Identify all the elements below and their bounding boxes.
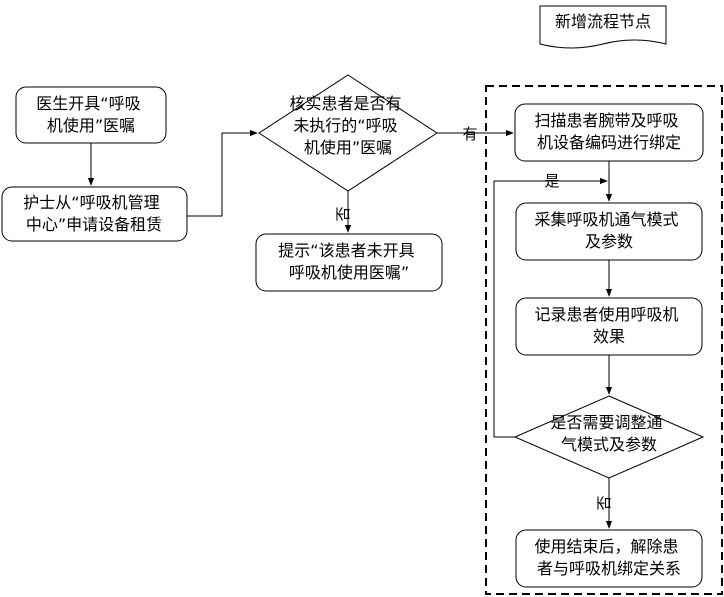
nurse-rent-line-1: 护士从“呼吸机管理 xyxy=(23,193,159,212)
svg-text:护士从“呼吸机管理 中心”申请设备租赁: 护士从“呼吸机管理 中心”申请设备租赁 xyxy=(23,193,164,234)
edge-label-no-check: 否 xyxy=(334,206,352,221)
check-order-line-3: 机使用”医嘱 xyxy=(304,138,392,157)
edge-label-yes-adjust: 是 xyxy=(544,172,559,190)
check-order-line-1: 核实患者是否有 xyxy=(289,94,401,113)
svg-text:记录患者使用呼吸机 效果: 记录患者使用呼吸机 效果 xyxy=(534,305,683,346)
svg-text:扫描患者腕带及呼吸 机设备编码进行绑定: 扫描患者腕带及呼吸 机设备编码进行绑定 xyxy=(534,111,683,152)
svg-text:核实患者是否有 未执行的“呼吸 机使: 核实患者是否有 未执行的“呼吸 机使用”医嘱 xyxy=(289,94,406,157)
svg-text:使用结束后，解除患 者与呼吸机绑定关系: 使用结束后，解除患 者与呼吸机绑定关系 xyxy=(534,537,683,578)
edge-nurse-to-check xyxy=(187,129,258,217)
edge-label-have: 有 xyxy=(462,125,477,143)
svg-text:医生开具“呼吸 机使用”医嘱: 医生开具“呼吸 机使用”医嘱 xyxy=(36,94,145,135)
node-scan-bind: 扫描患者腕带及呼吸 机设备编码进行绑定 xyxy=(514,103,704,162)
legend-label: 新增流程节点 xyxy=(555,12,651,31)
scan-bind-line-1: 扫描患者腕带及呼吸 xyxy=(534,111,678,130)
record-effect-line-1: 记录患者使用呼吸机 xyxy=(534,305,678,324)
decision-check-order: 核实患者是否有 未执行的“呼吸 机使用”医嘱 xyxy=(258,74,438,192)
new-nodes-dashed-region xyxy=(485,85,723,595)
node-doctor-order: 医生开具“呼吸 机使用”医嘱 xyxy=(15,86,167,144)
record-effect-line-2: 效果 xyxy=(593,327,625,346)
svg-text:是否需要调整通 气模式及参数: 是否需要调整通 气模式及参数 xyxy=(550,413,667,454)
node-unbind: 使用结束后，解除患 者与呼吸机绑定关系 xyxy=(515,529,703,588)
edge-label-no-adjust: 否 xyxy=(595,495,613,510)
nurse-rent-line-2: 中心”申请设备租赁 xyxy=(26,215,162,234)
svg-text:采集呼吸机通气模式 及参数: 采集呼吸机通气模式 及参数 xyxy=(534,210,683,251)
legend-document-shape xyxy=(539,5,667,49)
decision-need-adjust: 是否需要调整通 气模式及参数 xyxy=(513,395,705,479)
edge-adjust-loop-back xyxy=(493,177,608,438)
node-record-effect: 记录患者使用呼吸机 效果 xyxy=(515,297,703,356)
need-adjust-line-1: 是否需要调整通 xyxy=(550,413,662,432)
scan-bind-line-2: 机设备编码进行绑定 xyxy=(537,133,681,152)
prompt-line-2: 呼吸机使用医嘱” xyxy=(289,263,409,282)
node-collect-mode: 采集呼吸机通气模式 及参数 xyxy=(515,202,703,261)
node-nurse-rent: 护士从“呼吸机管理 中心”申请设备租赁 xyxy=(1,186,188,242)
unbind-line-2: 者与呼吸机绑定关系 xyxy=(537,559,681,578)
svg-text:提示“该患者未开具 呼吸机使用医嘱”: 提示“该患者未开具 呼吸机使用医嘱” xyxy=(278,241,419,282)
collect-mode-line-2: 及参数 xyxy=(585,232,633,251)
legend-new-node: 新增流程节点 xyxy=(539,5,667,49)
node-prompt-no-order: 提示“该患者未开具 呼吸机使用医嘱” xyxy=(255,233,443,292)
unbind-line-1: 使用结束后，解除患 xyxy=(534,537,678,556)
doctor-order-line-1: 医生开具“呼吸 xyxy=(36,94,140,113)
need-adjust-line-2: 气模式及参数 xyxy=(561,435,657,454)
connectors xyxy=(87,129,613,529)
check-order-line-2: 未执行的“呼吸 xyxy=(293,116,397,135)
collect-mode-line-1: 采集呼吸机通气模式 xyxy=(534,210,678,229)
prompt-line-1: 提示“该患者未开具 xyxy=(278,241,414,260)
doctor-order-line-2: 机使用”医嘱 xyxy=(47,116,135,135)
